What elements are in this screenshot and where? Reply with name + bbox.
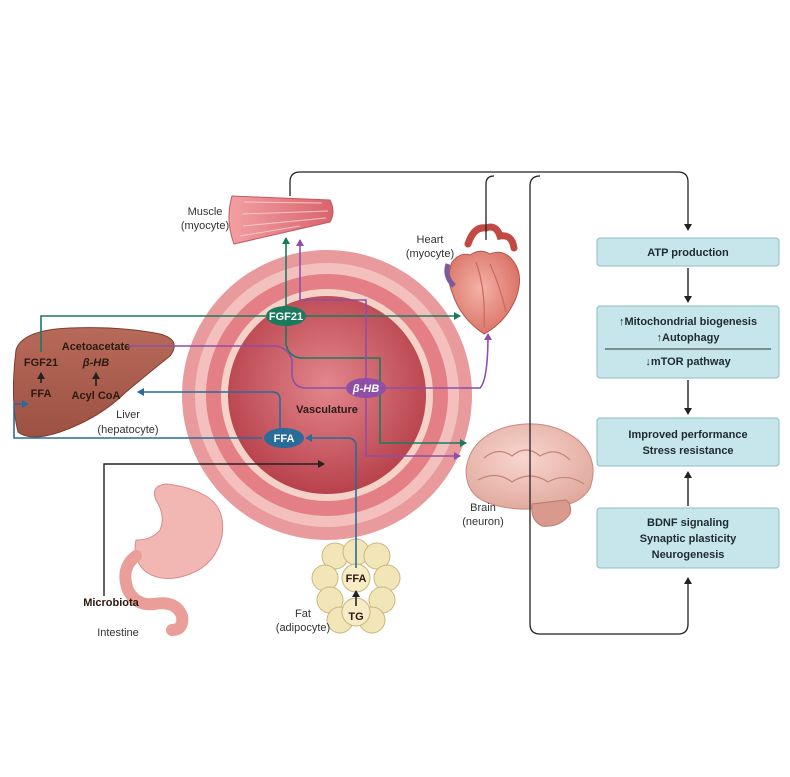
brain-organ: Brain (neuron) xyxy=(462,423,594,528)
effect-box-mitochondria xyxy=(596,305,780,379)
microbiota-to-vessel-arrow xyxy=(103,460,325,596)
ffa-to-acyl-coa-arrow xyxy=(137,388,281,430)
heart-label: Heart xyxy=(417,234,444,246)
effect-bdnf-text: BDNF signaling xyxy=(647,517,729,529)
organ-effect-connectors xyxy=(289,171,692,635)
muscle-to-effects-line xyxy=(289,171,692,231)
bhb-to-brain-arrow xyxy=(365,398,461,460)
fat-ffa-label: FFA xyxy=(346,573,367,585)
bhb-pill: β-HB xyxy=(346,378,386,398)
muscle-organ: Muscle (myocyte) xyxy=(181,195,334,245)
liver-sublabel: (hepatocyte) xyxy=(97,424,158,436)
liver-label: Liver xyxy=(116,409,140,421)
liver-bhb-label: β-HB xyxy=(82,357,109,369)
heart-sublabel: (myocyte) xyxy=(406,248,454,260)
effect-plasticity-text: Synaptic plasticity xyxy=(640,533,737,545)
brain-to-effects-line xyxy=(529,175,692,635)
muscle-sublabel: (myocyte) xyxy=(181,220,229,232)
bhb-pill-label: β-HB xyxy=(352,383,379,395)
effects-column: ATP production ↑Mitochondrial biogenesis… xyxy=(596,237,780,569)
fat-organ: FFA TG Fat (adipocyte) xyxy=(276,538,401,634)
muscle-label: Muscle xyxy=(188,206,223,218)
liver-fgf21-label: FGF21 xyxy=(24,357,58,369)
bhb-pathways xyxy=(128,239,492,460)
effect-box-bdnf xyxy=(596,507,780,569)
ffa-to-liver-arrow xyxy=(13,400,262,439)
fat-label: Fat xyxy=(295,608,311,620)
effect-atp-text: ATP production xyxy=(647,247,729,259)
effect-neurogenesis-text: Neurogenesis xyxy=(652,549,725,561)
vasculature-label: Vasculature xyxy=(296,404,358,416)
fgf21-pill-label: FGF21 xyxy=(269,311,303,323)
ffa-pill: FFA xyxy=(264,428,304,448)
liver-fgf21-release-line xyxy=(40,315,266,352)
effect-box-performance xyxy=(596,417,780,467)
liver-acetoacetate-label: Acetoacetate xyxy=(62,341,130,353)
microbiota-label: Microbiota xyxy=(83,597,139,609)
fgf21-pill: FGF21 xyxy=(266,306,306,326)
ffa-pill-label: FFA xyxy=(274,433,295,445)
brain-sublabel: (neuron) xyxy=(462,516,504,528)
liver-bhb-release-line xyxy=(128,345,346,389)
fgf21-pathways xyxy=(40,237,467,447)
fat-ffa-release-arrow xyxy=(305,434,357,568)
heart-organ: Heart (myocyte) xyxy=(406,223,520,335)
effect-autophagy-text: ↑Autophagy xyxy=(657,332,721,344)
brain-label: Brain xyxy=(470,502,496,514)
liver-acyl-coa-label: Acyl CoA xyxy=(72,390,121,402)
effect-box-atp xyxy=(596,237,780,267)
effect-stress-text: Stress resistance xyxy=(642,445,733,457)
bhb-to-heart-arrow xyxy=(386,333,492,389)
fgf21-to-brain-arrow xyxy=(285,326,467,447)
ffa-pathways xyxy=(13,388,357,568)
effect-mito-biogenesis-text: ↑Mitochondrial biogenesis xyxy=(619,316,757,328)
effect-performance-text: Improved performance xyxy=(628,429,747,441)
bhb-to-muscle-arrow xyxy=(296,239,367,378)
liver-organ: FGF21 FFA Acetoacetate β-HB Acyl CoA Liv… xyxy=(12,327,175,438)
intestine-organ: Microbiota Intestine xyxy=(83,483,224,639)
liver-ffa-label: FFA xyxy=(31,388,52,400)
fat-sublabel: (adipocyte) xyxy=(276,622,330,634)
intestine-label: Intestine xyxy=(97,627,139,639)
fat-tg-label: TG xyxy=(348,611,363,623)
effect-mtor-text: ↓mTOR pathway xyxy=(645,356,731,368)
blood-vessel: Vasculature xyxy=(182,250,472,540)
heart-to-effects-line xyxy=(485,175,495,240)
